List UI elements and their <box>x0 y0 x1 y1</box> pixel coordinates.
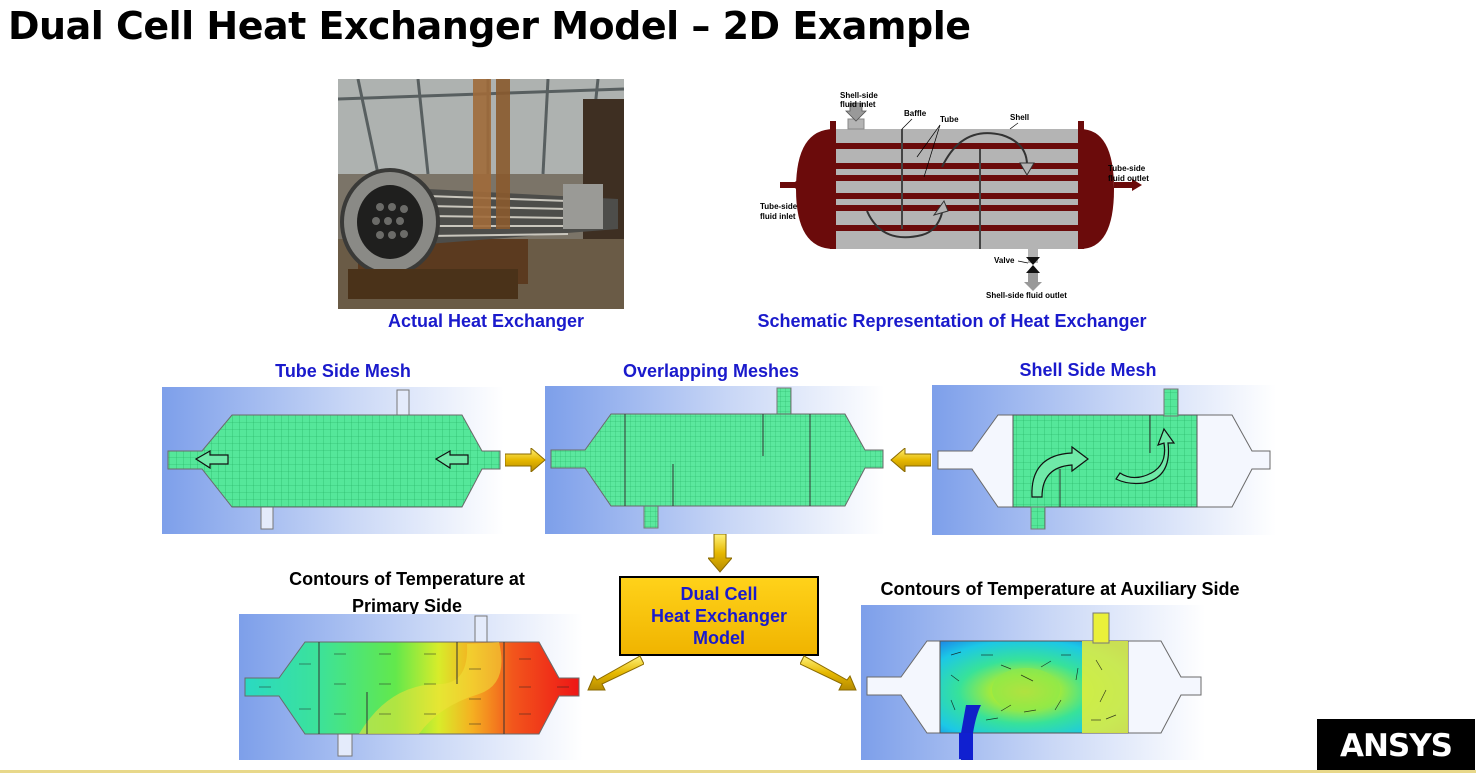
heat-exchanger-photo <box>338 79 624 309</box>
dual-cell-model-box: Dual Cell Heat Exchanger Model <box>619 576 819 656</box>
primary-temperature-contour-panel <box>239 614 583 760</box>
label-valve: Valve <box>994 256 1015 265</box>
label-tube-outlet-2: fluid outlet <box>1108 174 1149 183</box>
overlapping-meshes-panel <box>545 386 884 534</box>
shell-side-mesh-panel <box>932 385 1276 535</box>
label-shell-inlet-1: Shell-side <box>840 91 878 100</box>
label-tube-outlet-1: Tube-side <box>1108 164 1146 173</box>
label-shell-inlet-2: fluid inlet <box>840 100 876 109</box>
overlapping-meshes-caption: Overlapping Meshes <box>622 361 800 381</box>
auxiliary-temperature-contour-panel <box>861 605 1205 760</box>
slide-title: Dual Cell Heat Exchanger Model – 2D Exam… <box>8 4 971 48</box>
arrow-tube-to-overlap <box>505 448 546 472</box>
ansys-logo: ANSYS <box>1317 719 1475 772</box>
label-shell-outlet: Shell-side fluid outlet <box>986 291 1067 300</box>
label-tube-inlet-2: fluid inlet <box>760 212 796 221</box>
heat-exchanger-schematic: Shell-side fluid inlet Baffle Tube Shell… <box>752 85 1162 303</box>
dual-cell-line-2: Heat Exchanger <box>650 606 788 626</box>
dual-cell-line-1: Dual Cell <box>680 584 758 604</box>
dual-cell-line-3: Model <box>693 628 745 648</box>
arrow-model-to-auxiliary <box>800 655 857 691</box>
label-tube-inlet-1: Tube-side <box>760 202 798 211</box>
primary-contour-caption: Contours of Temperature at Primary Side <box>260 566 554 620</box>
photo-caption: Actual Heat Exchanger <box>387 311 585 331</box>
shell-side-mesh-caption: Shell Side Mesh <box>1019 360 1157 380</box>
primary-caption-line-2: Primary Side <box>351 596 463 616</box>
auxiliary-contour-caption: Contours of Temperature at Auxiliary Sid… <box>880 579 1240 599</box>
primary-caption-line-1: Contours of Temperature at <box>289 569 525 589</box>
arrow-shell-to-overlap <box>890 448 931 472</box>
tube-side-mesh-panel <box>162 387 504 534</box>
footer-divider <box>0 770 1476 773</box>
arrow-overlap-to-model <box>708 534 732 573</box>
schematic-caption: Schematic Representation of Heat Exchang… <box>757 311 1147 331</box>
tube-side-mesh-caption: Tube Side Mesh <box>275 361 411 381</box>
ansys-logo-text: ANSYS <box>1339 727 1453 764</box>
label-baffle: Baffle <box>904 109 927 118</box>
arrow-model-to-primary <box>587 655 644 691</box>
label-tube: Tube <box>940 115 959 124</box>
label-shell: Shell <box>1010 113 1029 122</box>
